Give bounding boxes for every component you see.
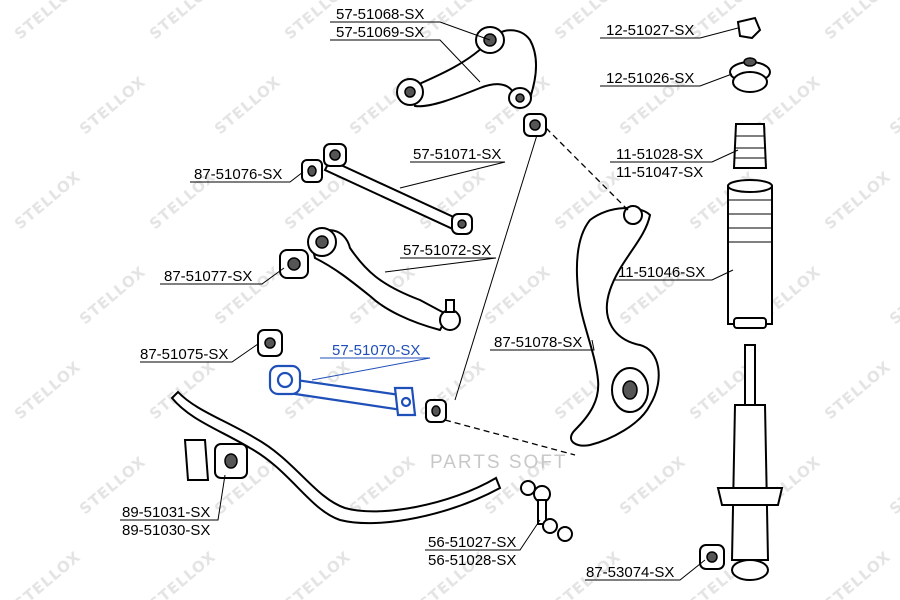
- label-57-51070-SX[interactable]: 57-51070-SX: [332, 342, 420, 359]
- part-labels: 57-51068-SX 57-51069-SX 12-51027-SX 12-5…: [122, 6, 705, 581]
- label-56-51027-SX[interactable]: 56-51027-SX: [428, 534, 516, 551]
- knuckle-bushing-87-51078[interactable]: [425, 399, 447, 423]
- label-87-51076-SX[interactable]: 87-51076-SX: [194, 166, 282, 183]
- link-bushing-87-51075[interactable]: [257, 329, 283, 357]
- watermark-text: STELLOX: [821, 357, 894, 423]
- label-12-51027-SX[interactable]: 12-51027-SX: [606, 22, 694, 39]
- watermark-text: STELLOX: [11, 357, 84, 423]
- watermark-text: STELLOX: [821, 0, 894, 43]
- label-11-51046-SX[interactable]: 11-51046-SX: [618, 264, 705, 281]
- lower-control-arm[interactable]: [307, 227, 461, 332]
- watermark-text: STELLOX: [821, 167, 894, 233]
- stabilizer-link[interactable]: [520, 480, 573, 542]
- label-89-51030-SX[interactable]: 89-51030-SX: [122, 522, 210, 539]
- watermark-text: STELLOX: [146, 547, 219, 600]
- label-87-51078-SX[interactable]: 87-51078-SX: [494, 334, 582, 351]
- watermark-text: STELLOX: [886, 262, 900, 328]
- upper-rod[interactable]: [323, 143, 473, 235]
- watermark-text: STELLOX: [76, 262, 149, 328]
- label-89-51031-SX[interactable]: 89-51031-SX: [122, 504, 210, 521]
- watermark-text: STELLOX: [211, 72, 284, 138]
- dust-boot[interactable]: [727, 179, 773, 329]
- bump-stop[interactable]: [732, 123, 768, 169]
- label-87-51077-SX[interactable]: 87-51077-SX: [164, 268, 252, 285]
- steering-knuckle[interactable]: [570, 205, 660, 447]
- label-57-51071-SX[interactable]: 57-51071-SX: [413, 146, 501, 163]
- label-57-51068-SX[interactable]: 57-51068-SX: [336, 6, 424, 23]
- label-56-51028-SX[interactable]: 56-51028-SX: [428, 552, 516, 569]
- rod-bushing-87-51076[interactable]: [301, 159, 323, 183]
- stabilizer-bushing[interactable]: [214, 443, 248, 479]
- label-11-51028-SX[interactable]: 11-51028-SX: [616, 146, 703, 163]
- strut-mount[interactable]: [729, 57, 771, 93]
- label-57-51069-SX[interactable]: 57-51069-SX: [336, 24, 424, 41]
- upper-arm-bushing[interactable]: [523, 113, 547, 137]
- shock-bushing-87-53074[interactable]: [699, 544, 725, 570]
- lateral-link-highlight[interactable]: [268, 364, 417, 417]
- watermark-text: STELLOX: [886, 452, 900, 518]
- brand-overlay: PARTS SOFT: [430, 452, 568, 473]
- label-12-51026-SX[interactable]: 12-51026-SX: [606, 70, 694, 87]
- shock-absorber[interactable]: [716, 344, 784, 581]
- watermark-text: STELLOX: [11, 547, 84, 600]
- watermark-text: STELLOX: [481, 262, 554, 328]
- label-87-51075-SX[interactable]: 87-51075-SX: [140, 346, 228, 363]
- watermark-text: STELLOX: [886, 72, 900, 138]
- label-11-51047-SX[interactable]: 11-51047-SX: [616, 164, 703, 181]
- watermark-text: STELLOX: [11, 0, 84, 43]
- watermark-text: STELLOX: [11, 167, 84, 233]
- watermark-text: STELLOX: [146, 0, 219, 43]
- watermark-text: STELLOX: [281, 547, 354, 600]
- leader-lines: [120, 21, 739, 581]
- lower-arm-bushing-87-51077[interactable]: [279, 249, 309, 279]
- label-57-51072-SX[interactable]: 57-51072-SX: [403, 242, 491, 259]
- watermark-text: STELLOX: [76, 72, 149, 138]
- label-87-53074-SX[interactable]: 87-53074-SX: [586, 564, 674, 581]
- stabilizer-clamp[interactable]: [183, 439, 210, 481]
- watermark-text: STELLOX: [821, 547, 894, 600]
- watermark-text: STELLOX: [616, 452, 689, 518]
- stabilizer-bar[interactable]: [170, 390, 502, 525]
- dash-line-lower: [444, 419, 576, 456]
- strut-nut[interactable]: [736, 16, 762, 40]
- upper-control-arm[interactable]: [396, 26, 537, 109]
